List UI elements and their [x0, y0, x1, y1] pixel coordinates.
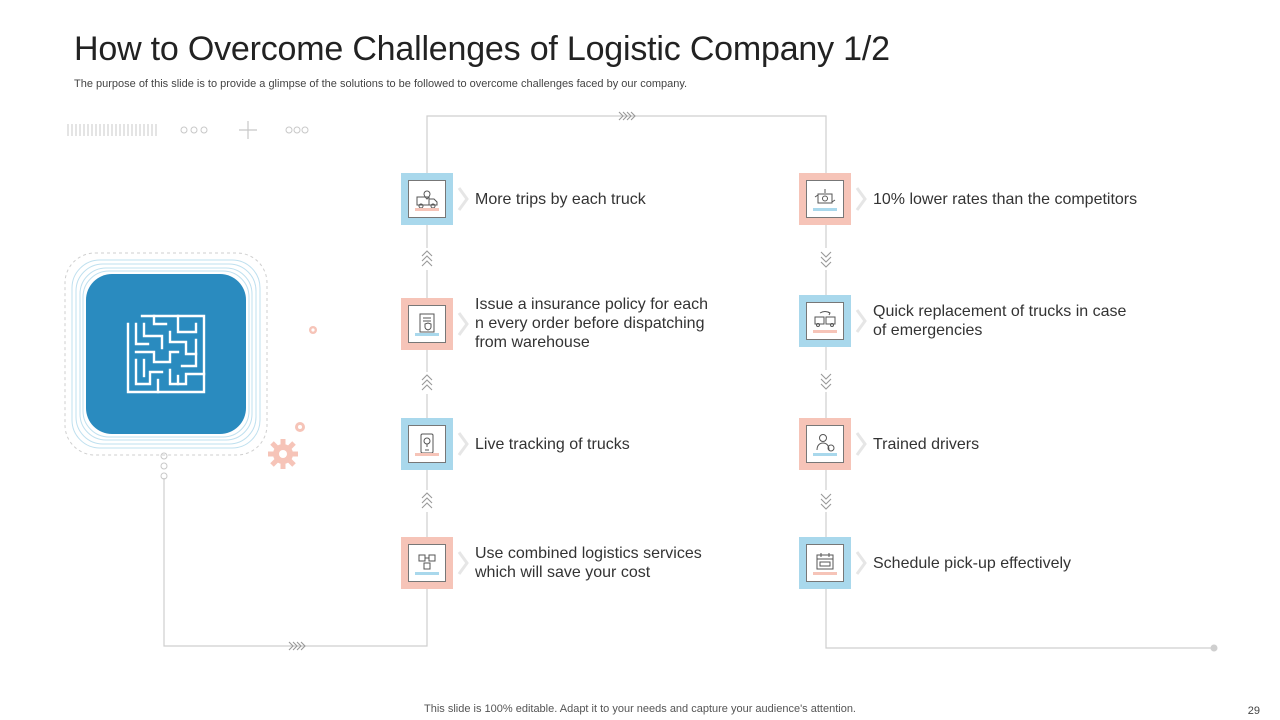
chevron-right-icon: [457, 432, 469, 456]
maze-icon: [126, 314, 206, 394]
calendar-pickup-icon: [813, 553, 837, 575]
icon-box: [401, 173, 453, 225]
item-label: Schedule pick-up effectively: [873, 554, 1072, 572]
insurance-document-icon: [415, 313, 439, 336]
slide-title: How to Overcome Challenges of Logistic C…: [74, 30, 890, 68]
chevron-right-icon: [855, 432, 867, 456]
list-item: More trips by each truck: [401, 173, 735, 225]
discount-rate-icon: [813, 189, 837, 211]
item-label: Issue a insurance policy for each n ever…: [475, 296, 709, 351]
decorative-plus: [239, 121, 257, 139]
maze-tile: [86, 274, 246, 434]
chevron-right-icon: [855, 551, 867, 575]
list-item: Quick replacement of trucks in case of e…: [799, 295, 1143, 347]
page-number: 29: [1247, 705, 1260, 717]
list-item: Live tracking of trucks: [401, 418, 735, 470]
chevron-right-icon: [855, 309, 867, 333]
list-item: Schedule pick-up effectively: [799, 537, 1133, 589]
icon-box: [401, 418, 453, 470]
item-label: 10% lower rates than the competitors: [873, 190, 1138, 208]
icon-box: [799, 173, 851, 225]
decorative-circles: [180, 126, 309, 134]
icon-box: [401, 297, 453, 350]
maze-frame: [64, 252, 268, 456]
list-item: 10% lower rates than the competitors: [799, 173, 1173, 225]
chevron-right-icon: [855, 187, 867, 211]
mobile-tracking-icon: [415, 433, 439, 456]
item-label: Live tracking of trucks: [475, 435, 630, 453]
list-item: Trained drivers: [799, 418, 1133, 470]
item-label: Use combined logistics services which wi…: [475, 545, 702, 581]
icon-box: [401, 537, 453, 589]
chevron-right-icon: [457, 187, 469, 211]
gear-icon: [268, 326, 317, 469]
delivery-truck-location-icon: [415, 190, 439, 211]
item-label: Trained drivers: [873, 435, 980, 453]
combined-logistics-icon: [415, 554, 439, 575]
chevron-right-icon: [457, 551, 469, 575]
footer-note: This slide is 100% editable. Adapt it to…: [424, 703, 856, 715]
icon-box: [799, 537, 851, 589]
item-label: Quick replacement of trucks in case of e…: [873, 303, 1127, 339]
icon-box: [799, 295, 851, 347]
driver-icon: [813, 434, 837, 456]
list-item: Use combined logistics services which wi…: [401, 537, 715, 589]
icon-box: [799, 418, 851, 470]
decorative-bars: [67, 124, 157, 136]
list-item: Issue a insurance policy for each n ever…: [401, 295, 715, 352]
slide-subtitle: The purpose of this slide is to provide …: [74, 78, 688, 90]
truck-replacement-icon: [813, 311, 837, 333]
chevron-right-icon: [457, 311, 469, 336]
item-label: More trips by each truck: [475, 190, 646, 208]
